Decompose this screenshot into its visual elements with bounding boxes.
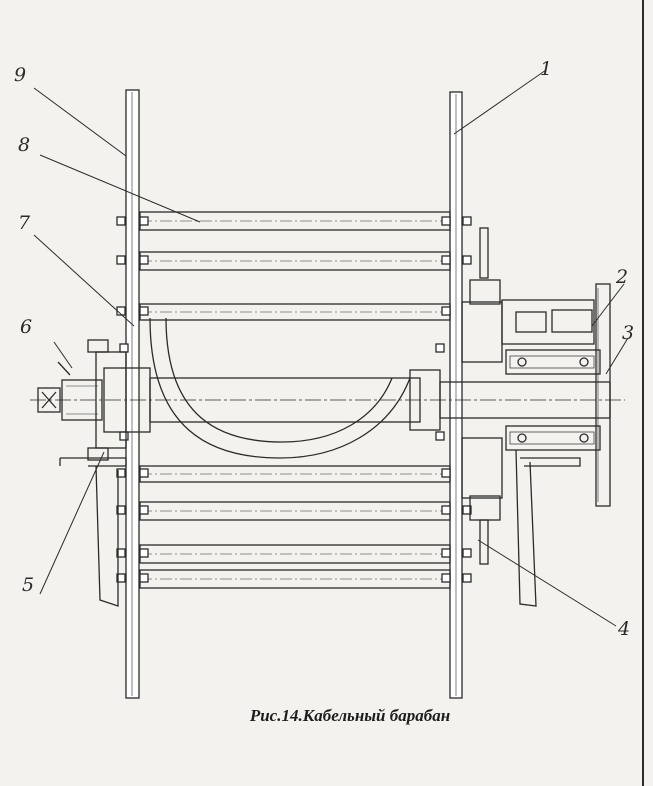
callout-label-4: 4 bbox=[618, 618, 631, 640]
callout-label-2: 2 bbox=[616, 266, 629, 288]
callout-label-1: 1 bbox=[540, 58, 553, 80]
cable-channel bbox=[149, 317, 411, 459]
callout-label-9: 9 bbox=[14, 64, 27, 86]
flange-bolts bbox=[116, 216, 472, 583]
right-flange bbox=[449, 91, 463, 699]
callout-label-8: 8 bbox=[18, 134, 31, 156]
callout-label-6: 6 bbox=[20, 316, 33, 338]
right-support-stand bbox=[515, 449, 581, 607]
callout-label-7: 7 bbox=[18, 212, 31, 234]
collector-unit bbox=[501, 283, 611, 507]
left-hub-assembly bbox=[37, 339, 151, 461]
main-shaft bbox=[30, 369, 625, 431]
left-flange bbox=[125, 89, 140, 699]
callout-label-3: 3 bbox=[622, 322, 635, 344]
figure-caption: Рис.14.Кабельный барабан bbox=[249, 706, 451, 725]
callout-label-5: 5 bbox=[22, 574, 35, 596]
leader-lines bbox=[33, 69, 629, 627]
right-hub-housing bbox=[461, 227, 503, 565]
left-support-bracket bbox=[59, 457, 127, 607]
